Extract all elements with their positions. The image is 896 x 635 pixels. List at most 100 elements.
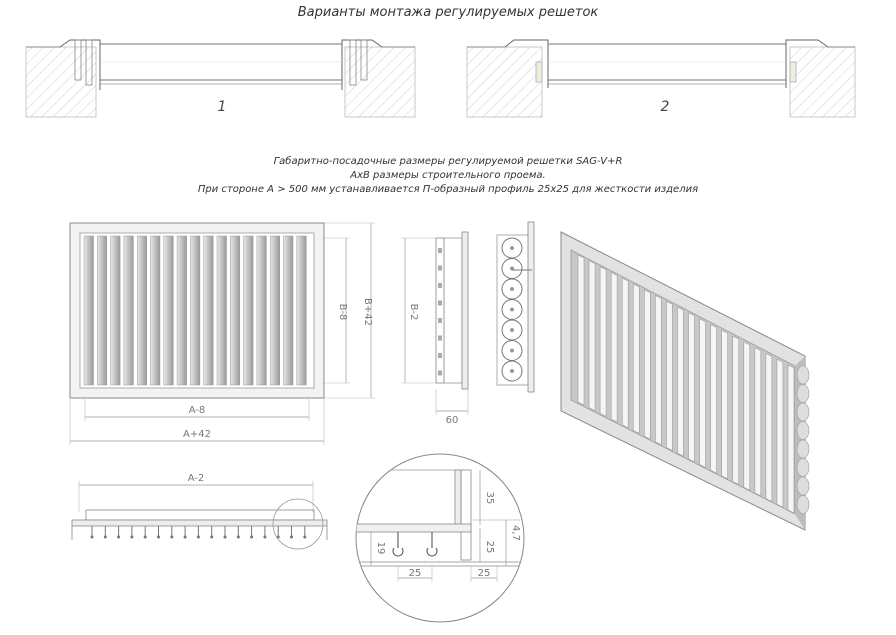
rear-damper-axis [510, 369, 514, 373]
dim-depth-60: 60 [446, 415, 459, 426]
iso-bump [796, 421, 810, 440]
description-line-3: При стороне A > 500 мм устанавливается П… [197, 184, 699, 195]
bottom-pin-head [170, 535, 174, 539]
iso-bump [796, 439, 810, 459]
rear-damper-axis [510, 328, 514, 332]
front-slat [123, 235, 134, 386]
front-slat [230, 235, 241, 386]
iso-slat [655, 295, 662, 446]
dim-a-minus-2: A-2 [188, 473, 205, 484]
side-pin [438, 300, 442, 306]
iso-slat [688, 312, 695, 463]
iso-slat [743, 341, 751, 491]
rear-damper-axis [510, 246, 514, 250]
rear-view-damper-circles [501, 237, 523, 382]
iso-bump [796, 365, 810, 385]
iso-slat [588, 260, 596, 412]
front-slat [190, 235, 201, 386]
bottom-pin-head [183, 535, 187, 539]
iso-bump [796, 402, 810, 422]
rear-damper-circle [501, 360, 523, 382]
front-slat [256, 235, 267, 386]
iso-slat [710, 323, 717, 474]
iso-slat [621, 277, 629, 429]
dim-b-minus-2: B-2 [408, 304, 419, 321]
front-slat [296, 235, 307, 386]
front-slat [136, 235, 147, 386]
mounting-variant-2: 2 [466, 39, 856, 118]
bottom-pin-head [196, 535, 200, 539]
bottom-pin-head [117, 535, 121, 539]
front-slat [150, 235, 161, 386]
dim-4-7: 4,7 [510, 525, 521, 541]
rear-damper-axis [510, 348, 514, 353]
front-slats [83, 235, 307, 386]
dim-25-vertical: 25 [484, 541, 495, 554]
iso-slat [632, 283, 640, 434]
front-slat [110, 235, 121, 386]
rear-view [496, 221, 535, 393]
description-line-2: AxB размеры строительного проема. [350, 170, 546, 181]
iso-bump [796, 476, 810, 496]
dim-25-bottom: 25 [478, 568, 491, 579]
iso-slat [677, 306, 684, 457]
bottom-pin-head [223, 535, 227, 539]
side-view: B-2 60 [401, 231, 469, 426]
dim-b-minus-8: B-8 [337, 304, 348, 321]
iso-slat [732, 335, 740, 486]
bottom-pin-head [303, 535, 307, 539]
iso-slat [754, 347, 762, 497]
iso-slat [776, 358, 784, 508]
rear-damper-axis [510, 307, 514, 312]
front-slat [176, 235, 187, 386]
side-pin [438, 353, 442, 358]
iso-slat [610, 271, 618, 423]
iso-slat [721, 329, 728, 480]
iso-bump [796, 495, 810, 514]
iso-slat [599, 266, 607, 417]
iso-slat [699, 318, 706, 469]
front-slat [243, 235, 254, 386]
side-pin [438, 335, 442, 341]
iso-slat [666, 300, 673, 451]
front-slat [97, 235, 108, 386]
bottom-pin-head [130, 535, 134, 539]
bottom-pin-head [236, 535, 240, 539]
bottom-pin-head [290, 535, 293, 539]
side-pin [438, 318, 442, 323]
bottom-pin-head [263, 535, 267, 539]
isometric-slats [577, 254, 795, 514]
bottom-pin-head [157, 535, 160, 539]
bottom-view-pins [90, 526, 307, 539]
rear-damper-axis [510, 287, 514, 291]
bottom-pin-head [210, 535, 214, 539]
dim-a-plus-42: A+42 [183, 429, 211, 440]
detail-view: 35 25 4,7 19 25 25 [355, 453, 525, 623]
dim-25-horizontal: 25 [409, 568, 422, 579]
isometric-damper-bumps [796, 365, 810, 514]
bottom-pin-head [103, 535, 107, 539]
front-slat [203, 235, 214, 386]
iso-slat [644, 289, 651, 440]
front-slat [283, 235, 294, 386]
bottom-pin-head [143, 535, 147, 539]
front-slat [216, 235, 227, 386]
side-pin [438, 248, 442, 253]
dim-19: 19 [375, 542, 386, 555]
variant-1-label: 1 [218, 99, 227, 115]
side-pin [438, 265, 442, 271]
bottom-pin-head [90, 535, 94, 539]
description-line-1: Габаритно-посадочные размеры регулируемо… [273, 156, 623, 167]
dim-35: 35 [484, 492, 495, 505]
dim-a-minus-8: A-8 [189, 405, 206, 416]
side-view-blade-pins [438, 248, 442, 376]
front-slat [83, 235, 94, 386]
iso-slat [787, 364, 795, 514]
isometric-view [560, 231, 810, 531]
front-view: B-8 B+42 A-8 A+42 [69, 222, 375, 445]
dim-b-plus-42: B+42 [362, 298, 373, 326]
mounting-variant-1: 1 [25, 39, 416, 118]
iso-bump [796, 384, 810, 403]
side-pin [438, 283, 442, 288]
